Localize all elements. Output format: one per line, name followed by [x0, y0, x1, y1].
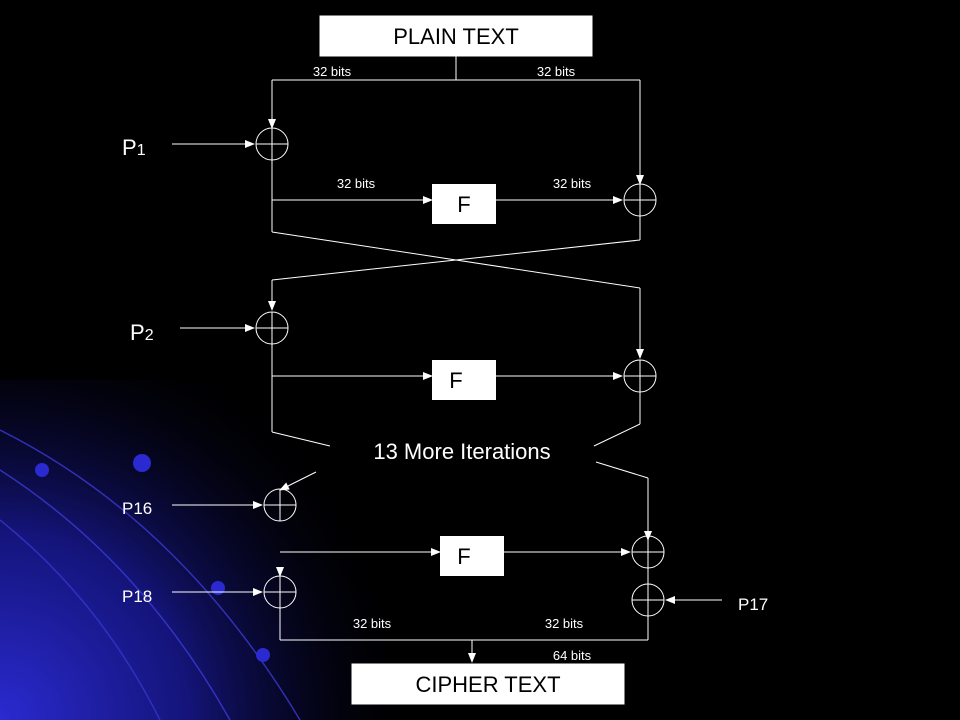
cipher-text-label: CIPHER TEXT	[415, 672, 560, 697]
f-function-box: F	[440, 536, 504, 576]
subkey-p18-label: P18	[122, 587, 152, 606]
xor-icon	[255, 311, 289, 345]
swap-cross	[268, 231, 644, 359]
iterations-label: 13 More Iterations	[373, 439, 550, 464]
cipher-text-block: CIPHER TEXT	[351, 663, 625, 705]
xor-icon	[623, 359, 657, 393]
bits-label-output: 64 bits	[553, 648, 592, 663]
plain-text-block: PLAIN TEXT	[319, 15, 593, 57]
bits-label-bottom-right: 32 bits	[545, 616, 584, 631]
xor-icon	[631, 583, 665, 617]
f-function-label: F	[449, 368, 462, 393]
subkey-p1-label: P1	[122, 135, 146, 160]
xor-icon	[263, 575, 297, 609]
subkey-p17-label: P17	[738, 595, 768, 614]
f-function-label: F	[457, 544, 470, 569]
bits-label-round1-right: 32 bits	[553, 176, 592, 191]
split-lines	[268, 56, 644, 185]
xor-icon	[631, 535, 665, 569]
f-function-label: F	[457, 192, 470, 217]
subkey-p2-label: P2	[130, 320, 154, 345]
bits-label-bottom-left: 32 bits	[353, 616, 392, 631]
bits-label-top-left: 32 bits	[313, 64, 352, 79]
f-function-box: F	[432, 184, 496, 224]
bits-label-top-right: 32 bits	[537, 64, 576, 79]
xor-icon	[623, 183, 657, 217]
background-decoration	[0, 380, 420, 720]
bits-label-round1-left: 32 bits	[337, 176, 376, 191]
xor-icon	[263, 488, 297, 522]
xor-icon	[255, 127, 289, 161]
partial-cross	[271, 423, 652, 541]
f-function-box: F	[432, 360, 496, 400]
merge-lines	[279, 608, 649, 663]
subkey-p16-label: P16	[122, 499, 152, 518]
plain-text-label: PLAIN TEXT	[393, 24, 519, 49]
